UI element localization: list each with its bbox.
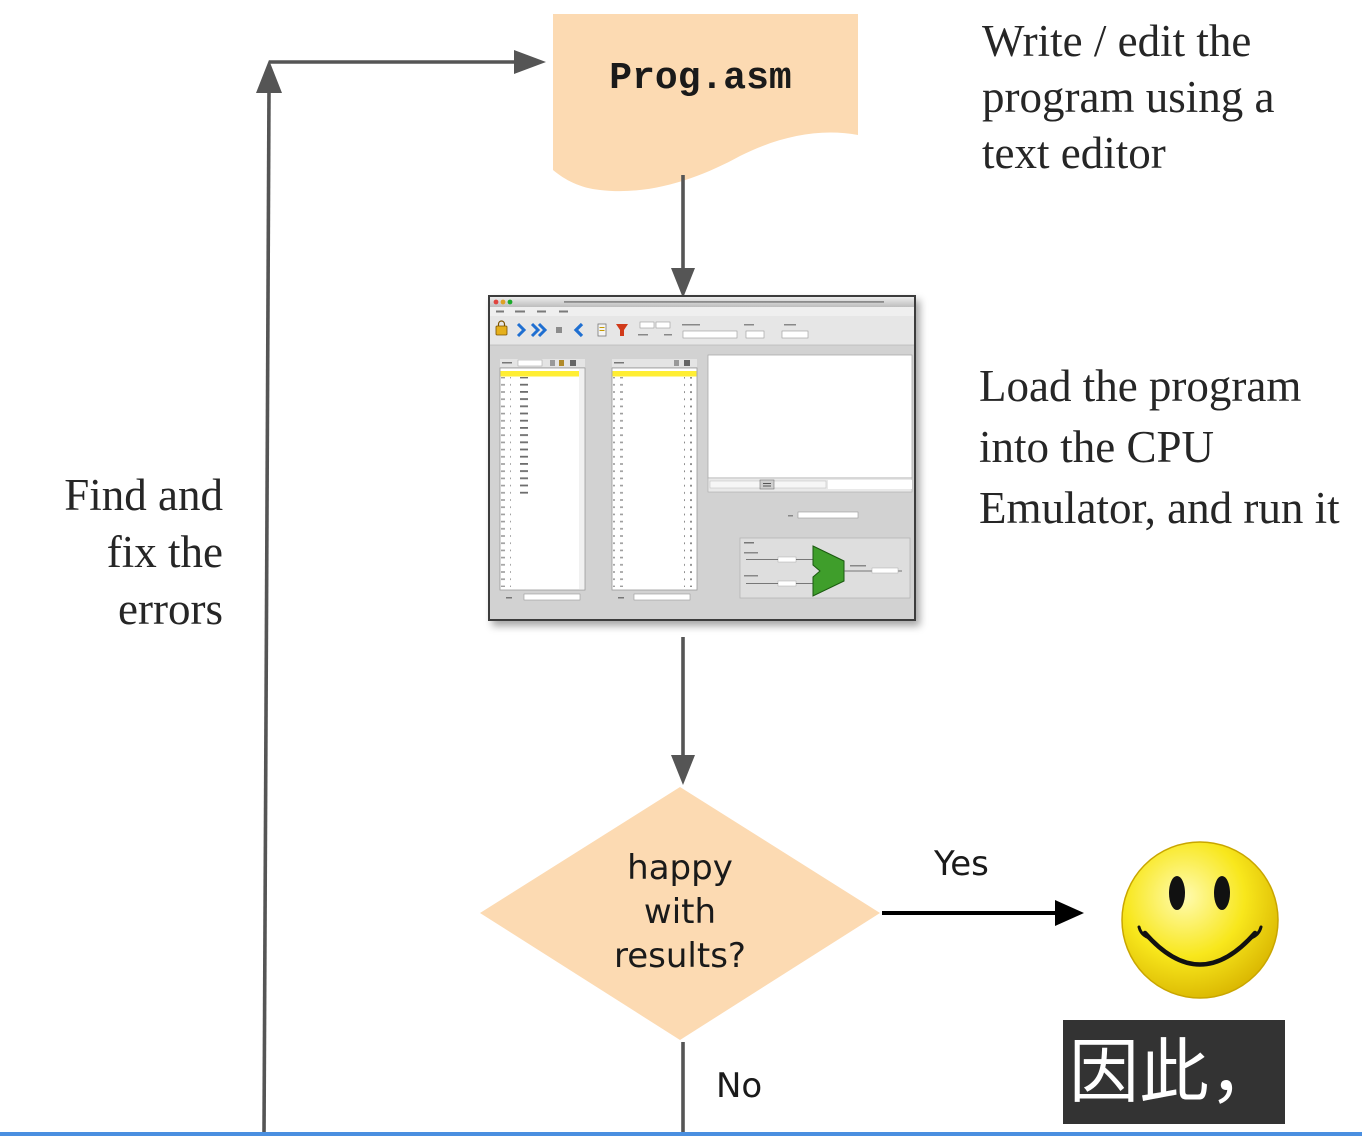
up-arrowhead [256,60,282,93]
screen-scroll-thumb [759,479,775,490]
note-line: fix the [106,527,223,577]
write-edit-note: Write / edit the program using a text ed… [982,13,1274,181]
emulator-menu-bar [490,307,914,316]
note-line: errors [118,584,223,634]
breakpoint-icon [616,324,628,336]
source-file-label: Prog.asm [609,57,792,100]
note-line: text editor [982,128,1166,178]
yes-branch-label: Yes [934,844,989,884]
toolbar-controls [638,321,809,339]
ram-panel [611,359,698,601]
window-close-icon [493,299,499,305]
screen-panel [707,354,913,493]
right-eye [1214,876,1230,910]
video-subtitle: 因此， [1063,1020,1285,1124]
run-icon [530,322,548,338]
note-line: Emulator, and run it [979,483,1340,533]
emulator-title-bar [490,297,914,307]
smile-mouth [1142,930,1258,967]
stop-icon [556,327,562,333]
note-line: Load the program [979,361,1302,411]
decision-diamond [480,787,880,1040]
load-program-icon [495,320,508,336]
no-branch-label: No [716,1066,763,1106]
left-eye [1169,876,1185,910]
window-minimize-icon [500,299,506,305]
window-zoom-icon [507,299,513,305]
decision-question: happy with results? [530,846,830,978]
decision-line: happy [627,848,733,888]
keyboard-input [788,511,859,519]
decision-line: results? [614,936,746,976]
smiley-face-icon [1121,841,1279,999]
alu-panel [739,537,911,599]
note-line: Find and [64,470,223,520]
yes-arrow [882,900,1084,926]
rom-panel [499,359,586,601]
reset-icon [573,322,584,338]
decision-line: with [643,892,717,932]
script-icon [597,323,607,337]
find-fix-note: Find and fix the errors [0,467,223,638]
bottom-edge-line [0,1132,1362,1136]
emulator-toolbar [490,316,914,345]
arrow-to-emulator [671,175,695,298]
cpu-emulator-screenshot [488,295,916,621]
alu-icon [812,545,845,597]
load-run-note: Load the program into the CPU Emulator, … [979,356,1340,539]
arrow-to-decision [671,637,695,785]
single-step-icon [516,322,527,338]
note-line: program using a [982,72,1275,122]
note-line: Write / edit the [982,16,1252,66]
feedback-loop-arrow [256,50,546,1136]
right-arrowhead [514,50,546,74]
source-file-document-shape [553,14,858,192]
note-line: into the CPU [979,422,1215,472]
